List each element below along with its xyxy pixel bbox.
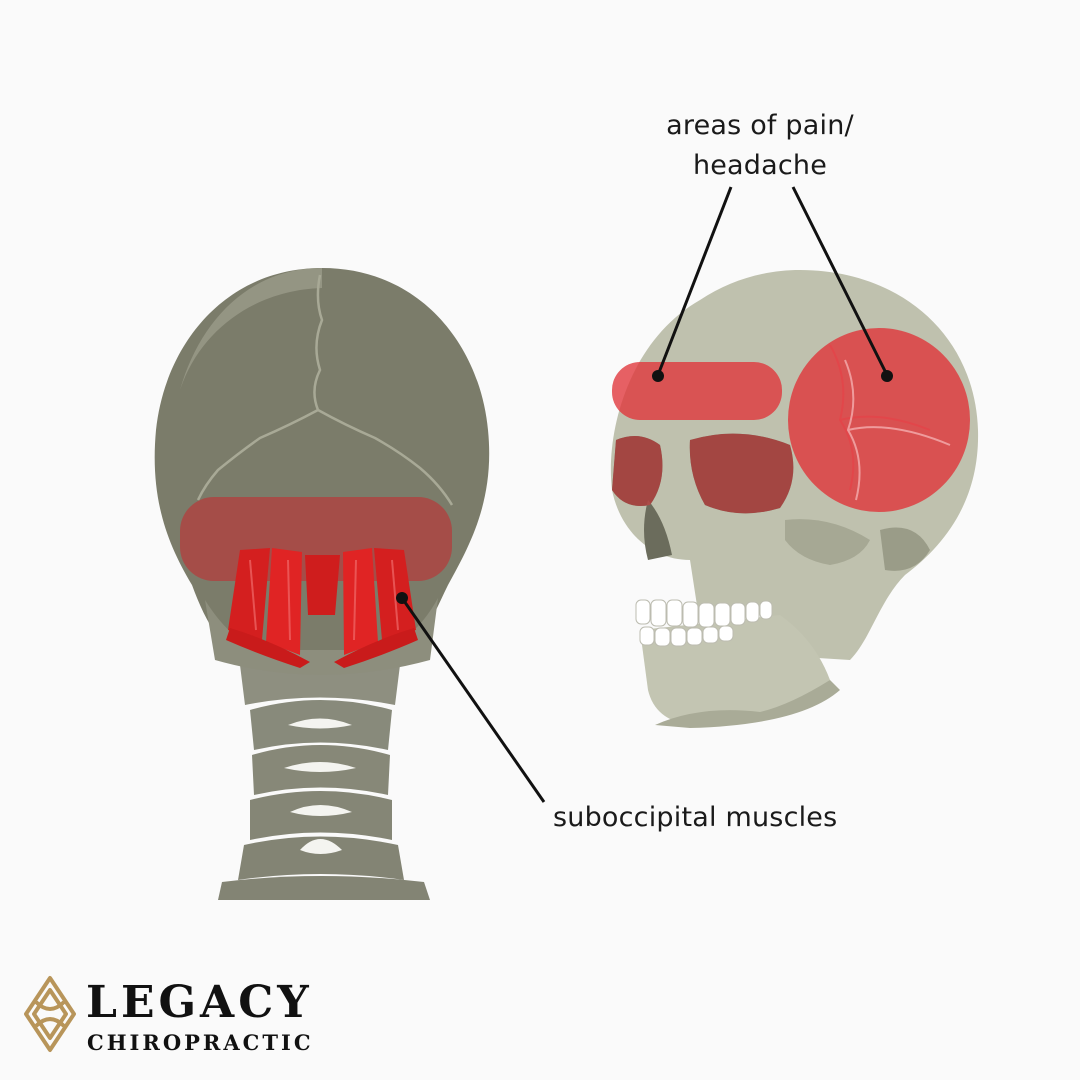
callout-dot-temple	[881, 370, 893, 382]
posterior-skull-view	[155, 268, 490, 900]
brand-name: LEGACY	[86, 978, 313, 1028]
gold-knot-diamond-icon	[22, 972, 78, 1062]
callout-dot-forehead	[652, 370, 664, 382]
suboccipital-muscles-label: suboccipital muscles	[553, 802, 837, 833]
cervical-spine	[218, 653, 430, 901]
temple-pain-area	[788, 328, 970, 512]
forehead-pain-area	[612, 362, 782, 420]
anterolateral-skull-view	[611, 270, 978, 728]
pain-areas-label: areas of pain/ headache	[600, 106, 920, 186]
callout-dot-muscles	[396, 592, 408, 604]
pain-areas-label-line1: areas of pain/	[600, 106, 920, 146]
brand-subtitle: CHIROPRACTIC	[87, 1030, 314, 1056]
callout-line-muscles	[402, 598, 544, 802]
pain-areas-label-line2: headache	[600, 146, 920, 186]
